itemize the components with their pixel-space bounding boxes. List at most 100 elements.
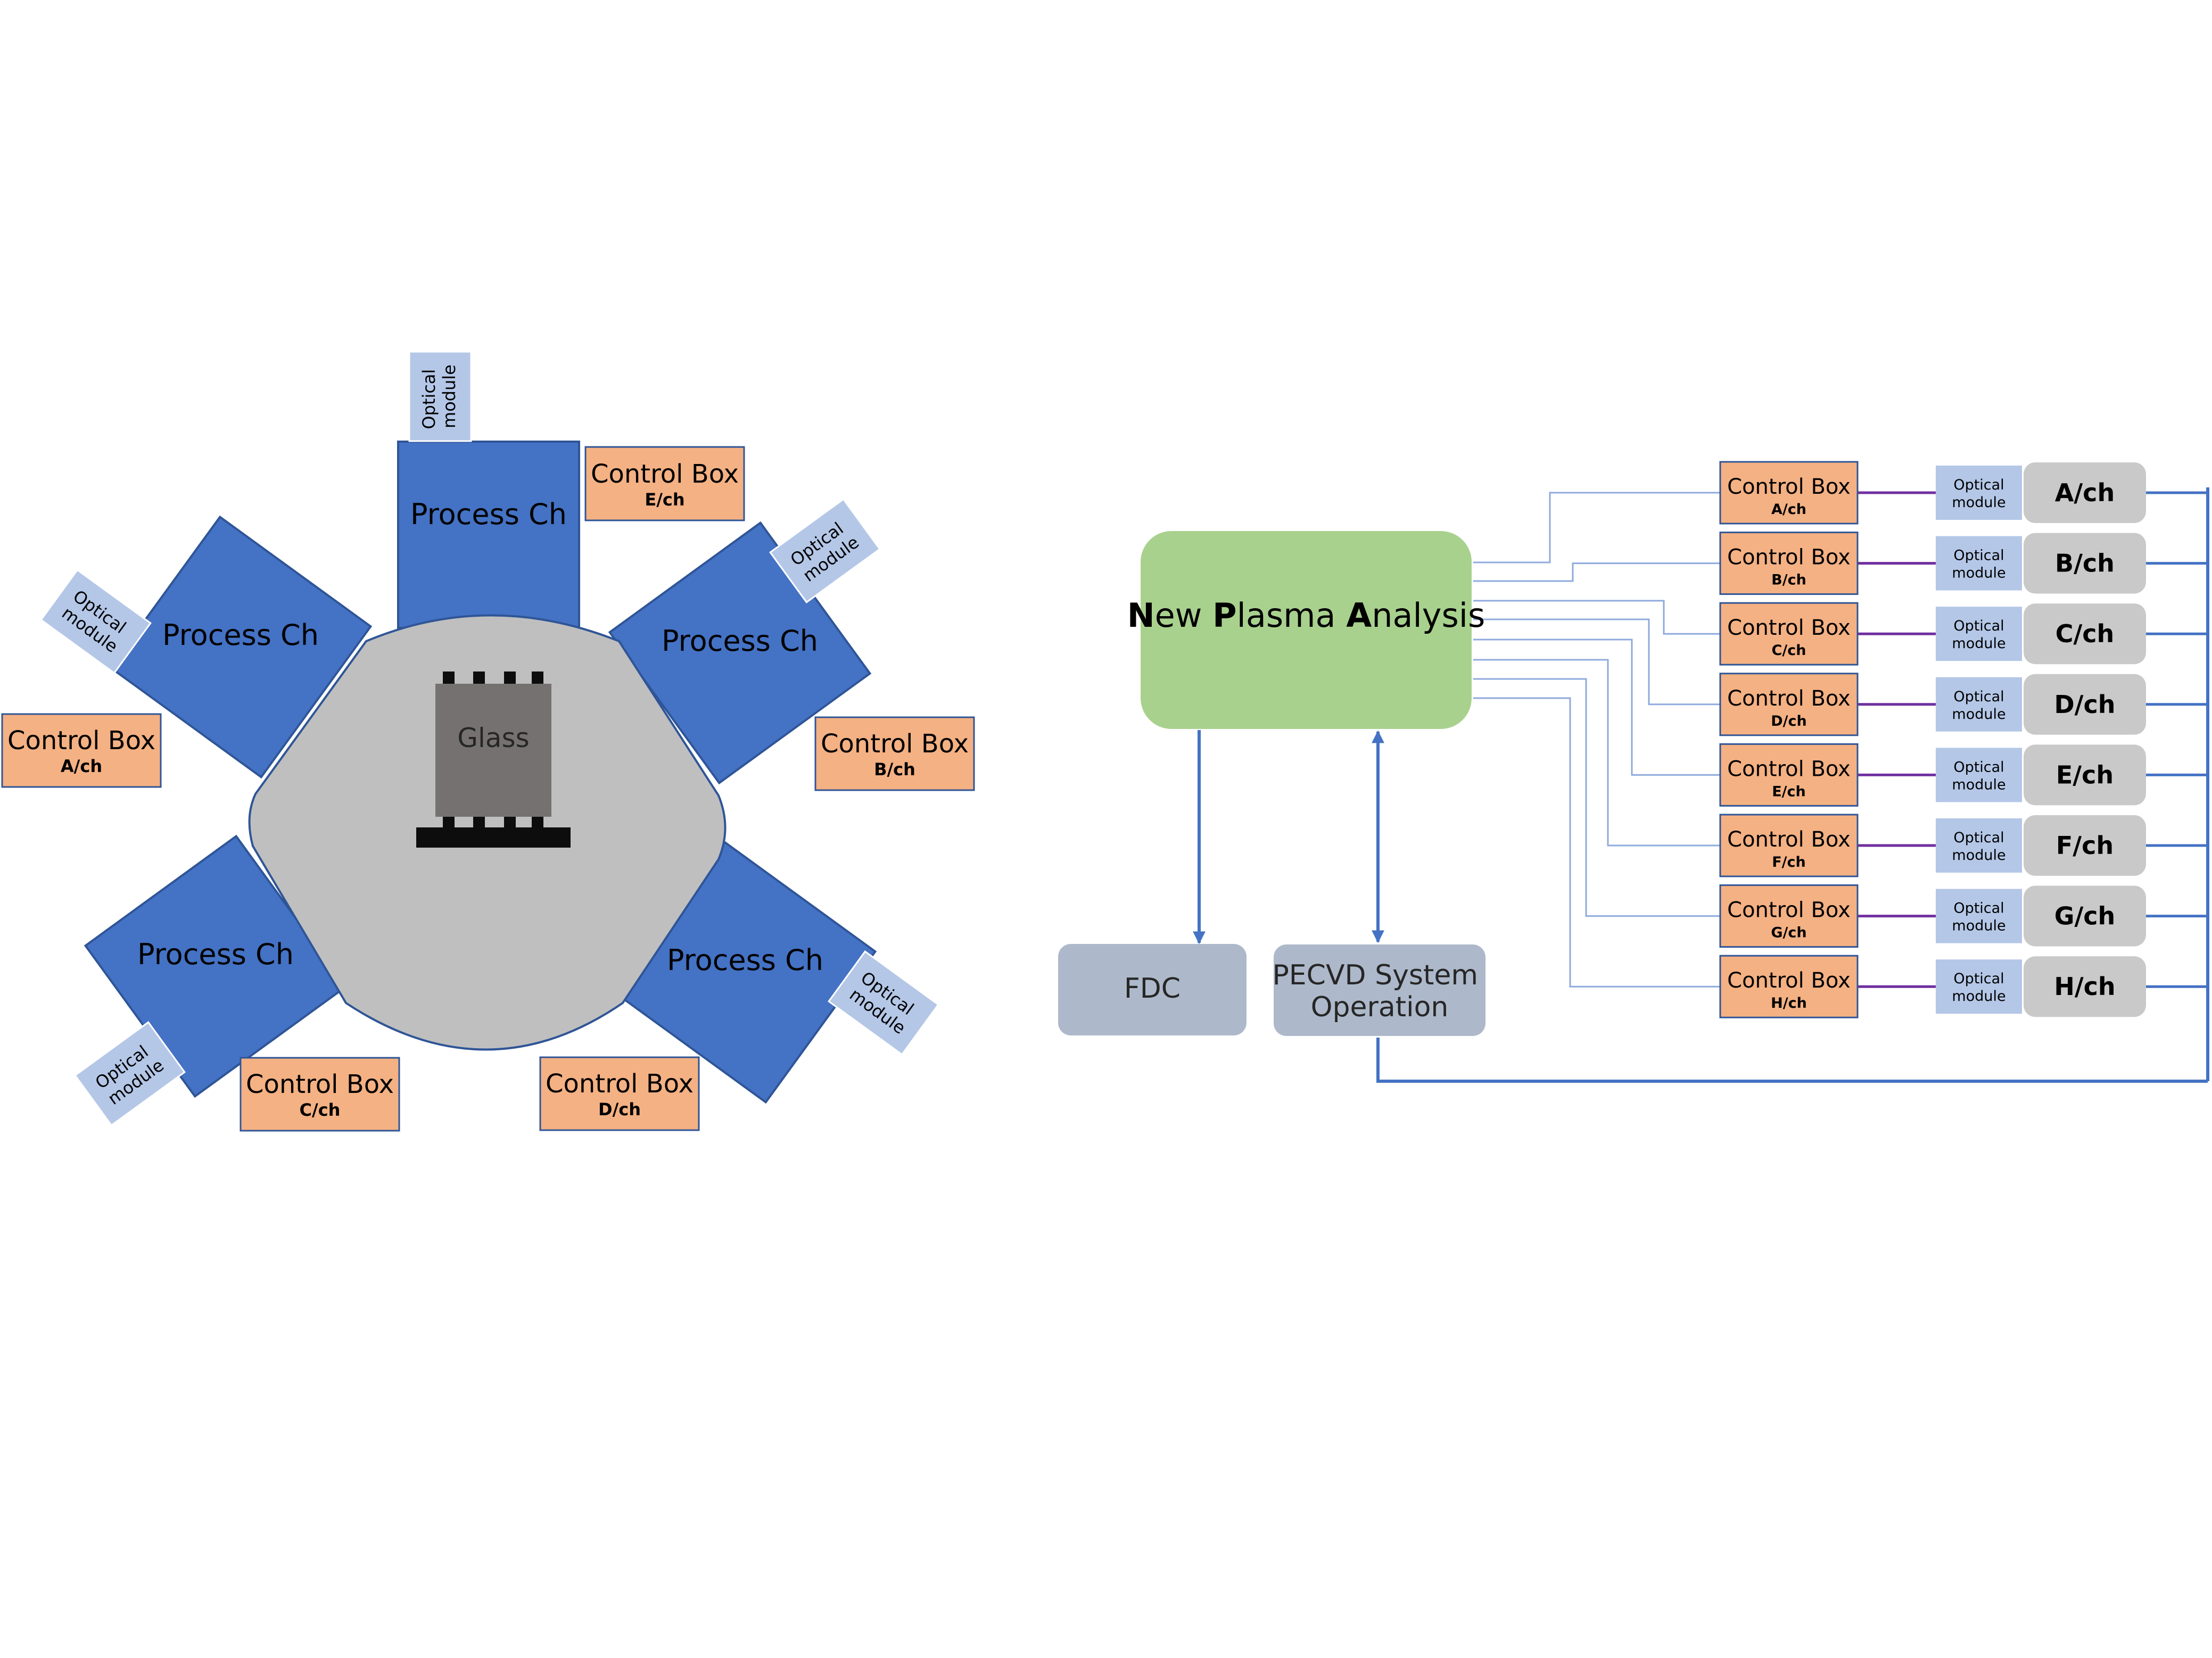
control-box-title: Control Box bbox=[1727, 616, 1851, 640]
channel-label: C/ch bbox=[2056, 619, 2115, 648]
control-box-channel: E/ch bbox=[1772, 783, 1806, 800]
channel-label: D/ch bbox=[2054, 690, 2116, 719]
channel-label: E/ch bbox=[2056, 760, 2114, 789]
npa-title-part: N bbox=[1127, 596, 1155, 635]
optical-module-label-line2: module bbox=[1952, 988, 2005, 1005]
carrier-base bbox=[416, 827, 571, 848]
npa-title-part: A bbox=[1346, 596, 1372, 635]
feedback-bus bbox=[1376, 487, 2209, 1083]
npa-title-part: ew bbox=[1155, 596, 1213, 635]
glass-substrate bbox=[435, 684, 551, 817]
control-box-title: Control Box bbox=[821, 729, 969, 759]
control-box-title: Control Box bbox=[1727, 827, 1851, 852]
optical-module-upper-right: Optical module bbox=[769, 498, 881, 603]
pecvd-label-line2: Operation bbox=[1311, 991, 1449, 1023]
left-cluster-tool: Process Ch Process Ch Process Ch Process… bbox=[1, 351, 975, 1132]
carrier-bottom-pins bbox=[443, 815, 543, 829]
npa-to-control-box-line bbox=[1473, 562, 1720, 582]
npa-title-part: lasma bbox=[1237, 596, 1347, 635]
channel-label: F/ch bbox=[2056, 831, 2114, 860]
process-chamber-label: Process Ch bbox=[410, 498, 567, 531]
optical-module-label-line1: Optical bbox=[1953, 689, 2004, 705]
control-box-title: Control Box bbox=[591, 459, 739, 489]
optical-module-label-line1: Optical bbox=[419, 369, 439, 429]
channel-pill: B/ch bbox=[2024, 533, 2146, 594]
optical-module-upper-left: Optical module bbox=[40, 569, 152, 674]
optical-module-label-line2: module bbox=[1952, 776, 2005, 793]
control-box-channel: B/ch bbox=[1771, 572, 1806, 588]
control-box-a: Control Box A/ch bbox=[1, 713, 162, 788]
channel-label: G/ch bbox=[2054, 902, 2116, 931]
control-box-e: Control Box E/ch bbox=[584, 446, 745, 521]
optical-module-label-line2: module bbox=[1952, 918, 2005, 934]
channel-pill: G/ch bbox=[2024, 885, 2146, 947]
svg-text:PECVD System Operation: PECVD System Operation bbox=[1272, 959, 1487, 1023]
glass-carrier: Glass bbox=[416, 672, 571, 848]
npa-title-part: nalysis bbox=[1372, 596, 1485, 635]
control-box-channel: D/ch bbox=[1771, 713, 1807, 729]
optical-module-label-line2: module bbox=[439, 364, 459, 428]
control-box-channel: H/ch bbox=[1771, 995, 1807, 1012]
npa-to-control-box-line bbox=[1473, 492, 1720, 563]
control-box-c: Control Box C/ch bbox=[240, 1057, 400, 1132]
npa-to-control-box-line bbox=[1473, 697, 1720, 988]
channel-label: B/ch bbox=[2055, 549, 2115, 578]
control-box-title: Control Box bbox=[246, 1070, 394, 1099]
npa-to-control-box-line bbox=[1473, 678, 1720, 917]
optical-module-label-line1: Optical bbox=[1953, 618, 2004, 634]
control-box-channel: A/ch bbox=[61, 756, 102, 776]
control-box-title: Control Box bbox=[1727, 686, 1851, 711]
optical-module-label-line1: Optical bbox=[1953, 971, 2004, 987]
pecvd-block: PECVD System Operation bbox=[1272, 944, 1487, 1036]
process-chamber-label: Process Ch bbox=[137, 938, 294, 971]
channel-pill: D/ch bbox=[2024, 674, 2146, 735]
fdc-block: FDC bbox=[1058, 944, 1247, 1035]
optical-module-label-line1: Optical bbox=[1953, 548, 2004, 564]
control-box-channel: G/ch bbox=[1771, 925, 1806, 941]
process-chamber-label: Process Ch bbox=[662, 624, 818, 658]
control-box-channel: C/ch bbox=[1772, 642, 1806, 659]
control-box-title: Control Box bbox=[7, 726, 155, 756]
channel-pill: A/ch bbox=[2024, 462, 2146, 523]
npa-title: New Plasma Analysis bbox=[1127, 596, 1485, 635]
process-chamber-label: Process Ch bbox=[162, 618, 319, 652]
optical-module-label-line2: module bbox=[1952, 565, 2005, 582]
control-box-title: Control Box bbox=[1727, 968, 1851, 993]
control-box-b: Control Box B/ch bbox=[814, 716, 975, 791]
svg-text:Optical module: Optical module bbox=[787, 515, 863, 586]
channel-pill: C/ch bbox=[2024, 603, 2146, 665]
optical-module-label-line2: module bbox=[1952, 847, 2005, 864]
npa-to-control-box-line bbox=[1473, 659, 1720, 847]
optical-module-label-line1: Optical bbox=[1953, 900, 2004, 917]
glass-label: Glass bbox=[457, 723, 529, 753]
optical-module-label-line2: module bbox=[1952, 635, 2005, 652]
control-box-title: Control Box bbox=[1727, 545, 1851, 570]
npa-to-control-box-line bbox=[1473, 618, 1720, 706]
